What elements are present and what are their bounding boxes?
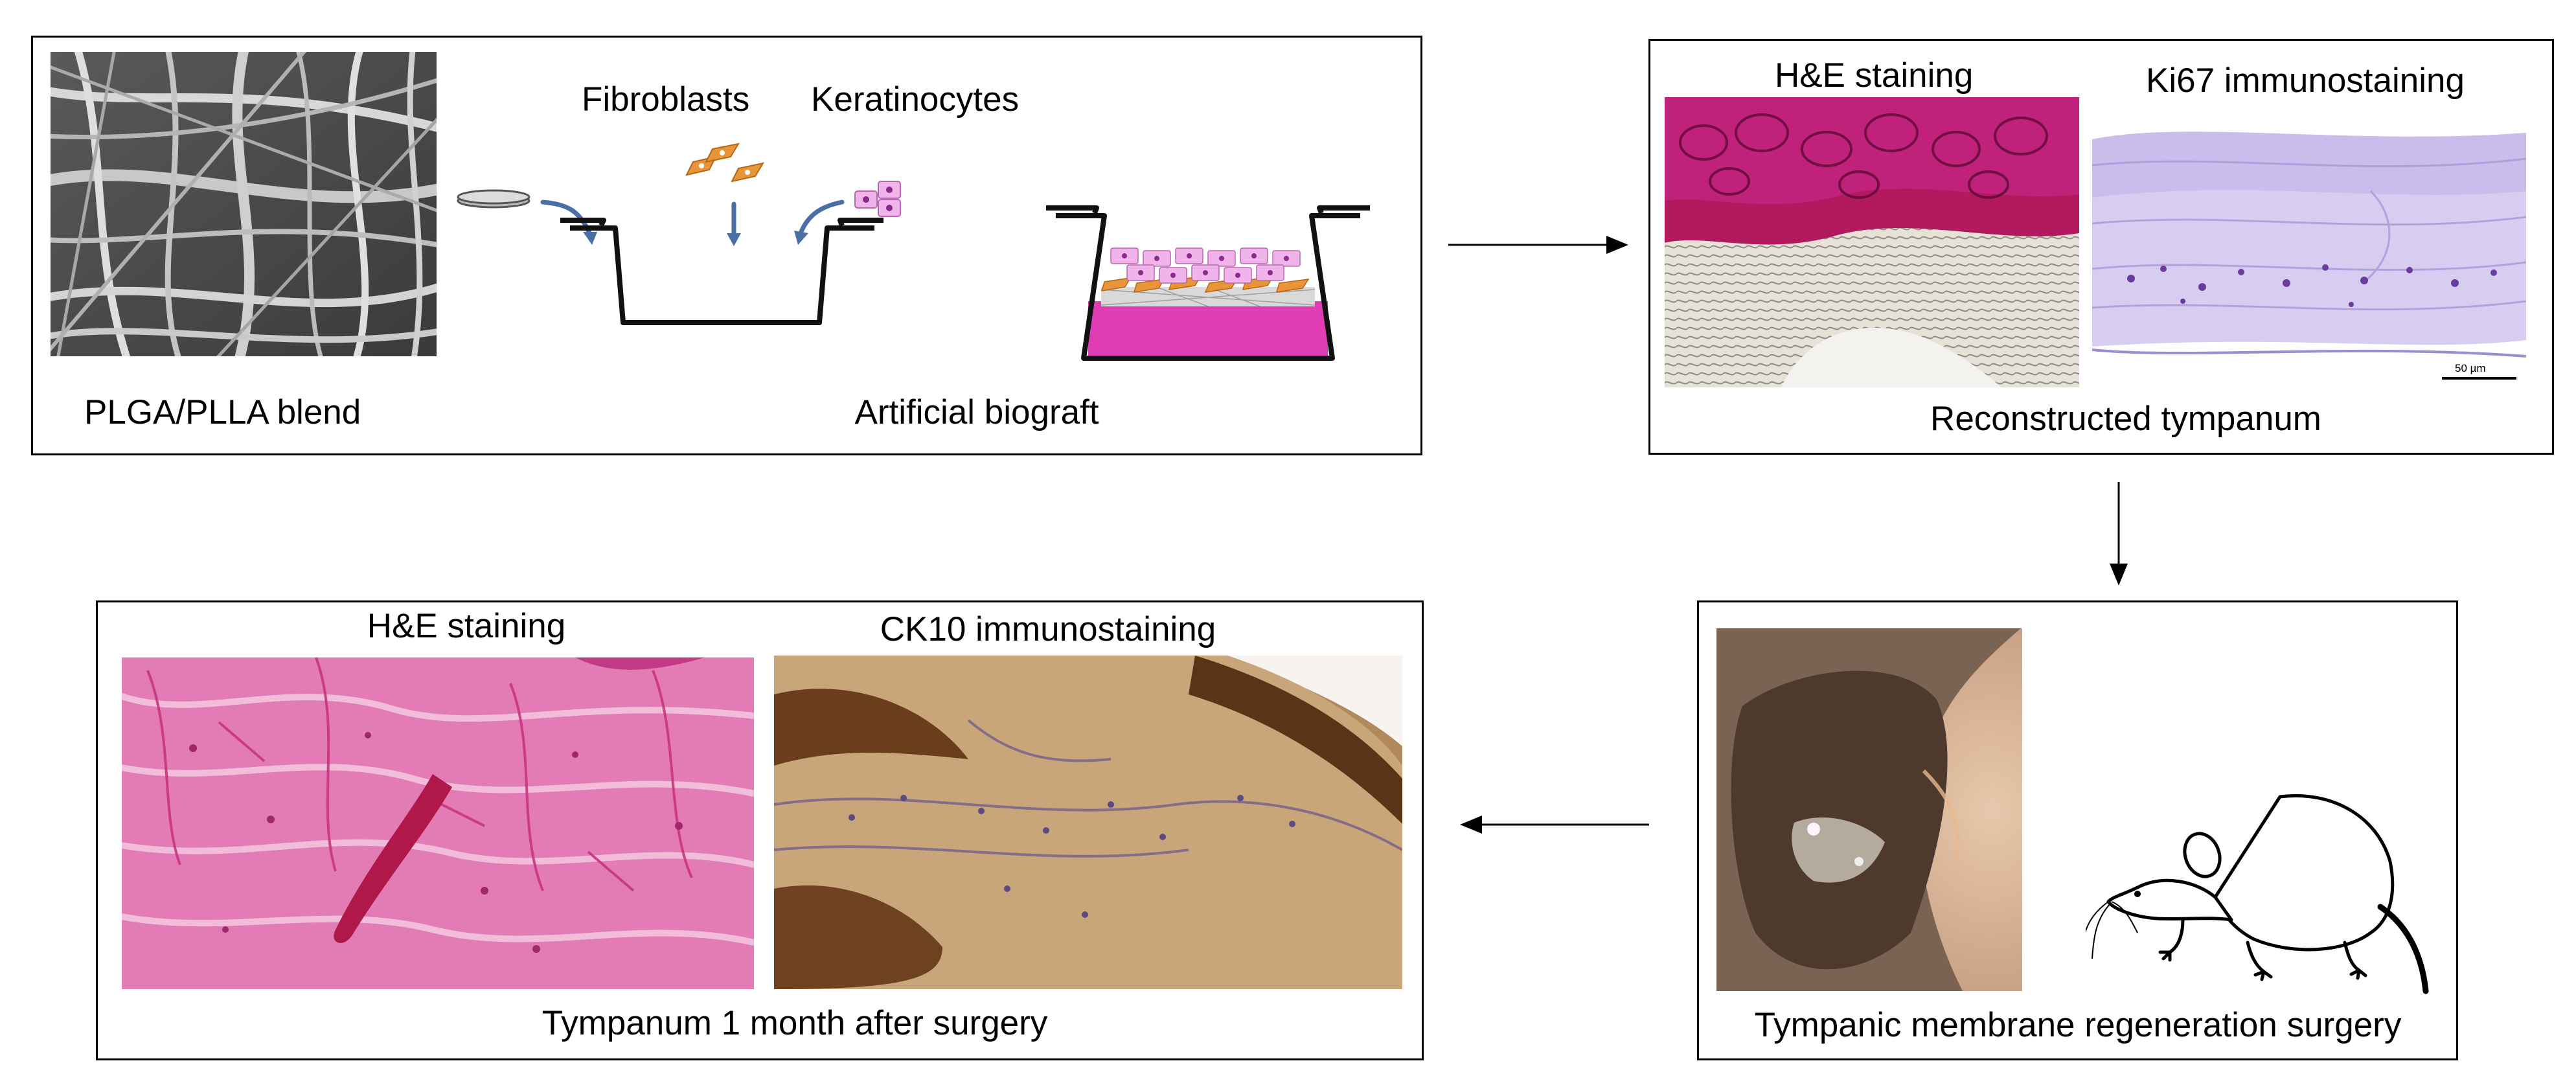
fibroblast-cells (685, 143, 765, 183)
he-staining-image-2 (122, 657, 754, 989)
rat-icon (2086, 794, 2429, 994)
he-staining-image (1665, 97, 2079, 387)
fibroblasts-label: Fibroblasts (582, 80, 750, 119)
post-surgery-caption: Tympanum 1 month after surgery (541, 1004, 1048, 1042)
scale-bar-label: 50 µm (2455, 362, 2486, 374)
reconstructed-tympanum-caption: Reconstructed tympanum (1930, 400, 2321, 438)
scale-bar (2442, 377, 2516, 380)
surgery-caption: Tympanic membrane regeneration surgery (1754, 1006, 2402, 1044)
arrow-down (2110, 482, 2128, 586)
keratinocyte-cells (854, 181, 901, 217)
scaffold-label: PLGA/PLLA blend (84, 393, 361, 431)
transwell-insert (560, 218, 883, 325)
he-staining-label: H&E staining (1775, 56, 1974, 95)
scaffold-sem-image (51, 52, 437, 356)
ki67-staining-label: Ki67 immunostaining (2146, 62, 2465, 100)
biograft-well (1046, 205, 1370, 361)
biograft-label: Artificial biograft (854, 393, 1099, 431)
ck10-staining-image (774, 656, 1402, 989)
ki67-staining-image (2092, 113, 2526, 385)
ck10-staining-label: CK10 immunostaining (880, 610, 1216, 648)
keratinocytes-label: Keratinocytes (811, 80, 1020, 119)
cell-seeding-diagram (457, 143, 901, 325)
arrow-right (1448, 236, 1628, 254)
otoscopy-image (1716, 628, 2022, 991)
he-staining-label-2: H&E staining (367, 607, 566, 645)
arrow-left (1460, 816, 1649, 834)
